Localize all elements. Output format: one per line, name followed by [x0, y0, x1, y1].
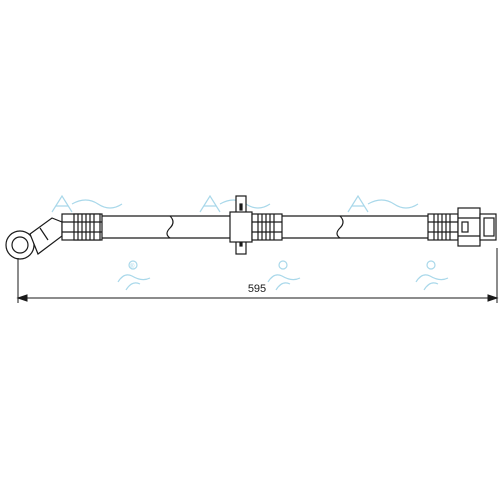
dimension-line — [16, 248, 499, 303]
break-mark-left — [166, 215, 174, 239]
watermark-logo-3 — [347, 194, 449, 291]
arrow-right — [487, 294, 499, 302]
watermark-logos: ® — [51, 194, 449, 291]
watermark-logo-1: ® — [51, 194, 151, 291]
right-threaded-fitting — [427, 207, 497, 247]
middle-bracket — [229, 195, 283, 255]
dimension-label: 595 — [248, 283, 266, 295]
left-banjo-fitting — [5, 213, 103, 260]
registered-mark: ® — [130, 263, 135, 270]
break-mark-right — [336, 215, 344, 239]
arrow-left — [16, 294, 28, 302]
watermark-logo-2 — [199, 194, 301, 291]
